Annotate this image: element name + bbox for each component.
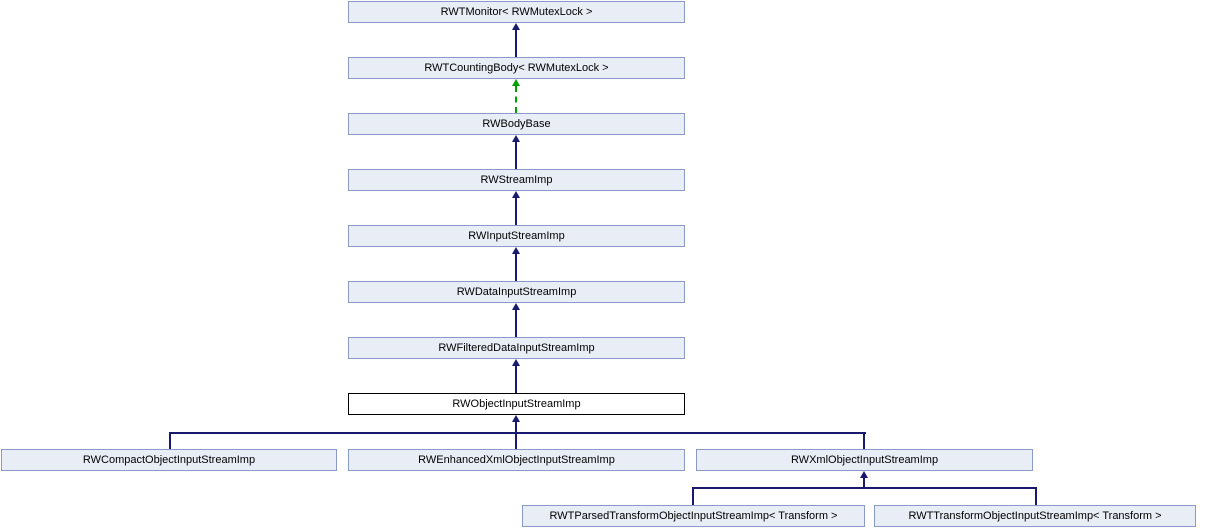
template-arrowhead-icon bbox=[512, 79, 520, 86]
class-node-rwtparsedtransformobjectinputstreamimp[interactable]: RWTParsedTransformObjectInputStreamImp< … bbox=[522, 505, 865, 527]
inheritance-edge-stub bbox=[169, 432, 171, 449]
class-node-rwenhancedxmlobjectinputstreamimp[interactable]: RWEnhancedXmlObjectInputStreamImp bbox=[348, 449, 685, 471]
inheritance-edge-bus bbox=[169, 432, 866, 434]
inheritance-arrowhead-icon bbox=[512, 303, 520, 310]
class-node-rwcompactobjectinputstreamimp[interactable]: RWCompactObjectInputStreamImp bbox=[1, 449, 337, 471]
template-edge-line bbox=[515, 86, 517, 113]
inheritance-edge-line bbox=[515, 29, 517, 57]
inheritance-edge-stub bbox=[692, 487, 694, 505]
inheritance-edge-line bbox=[515, 253, 517, 281]
class-node-rwttransformobjectinputstreamimp[interactable]: RWTTransformObjectInputStreamImp< Transf… bbox=[874, 505, 1196, 527]
class-node-rwbodybase[interactable]: RWBodyBase bbox=[348, 113, 685, 135]
inheritance-arrowhead-icon bbox=[860, 471, 868, 478]
inheritance-edge-line bbox=[515, 421, 517, 449]
inheritance-edge-line bbox=[515, 365, 517, 393]
inheritance-arrowhead-icon bbox=[512, 191, 520, 198]
class-node-rwtmonitor[interactable]: RWTMonitor< RWMutexLock > bbox=[348, 1, 685, 23]
inheritance-arrowhead-icon bbox=[512, 247, 520, 254]
inheritance-arrowhead-icon bbox=[512, 23, 520, 30]
inheritance-edge-line bbox=[515, 309, 517, 337]
inheritance-arrowhead-icon bbox=[512, 415, 520, 422]
inheritance-edge-line bbox=[515, 141, 517, 169]
inheritance-edge-stub bbox=[863, 432, 865, 449]
inheritance-arrowhead-icon bbox=[512, 135, 520, 142]
class-node-rwobjectinputstreamimp-current: RWObjectInputStreamImp bbox=[348, 393, 685, 415]
class-node-rwstreamimp[interactable]: RWStreamImp bbox=[348, 169, 685, 191]
inheritance-arrowhead-icon bbox=[512, 359, 520, 366]
class-node-rwxmlobjectinputstreamimp[interactable]: RWXmlObjectInputStreamImp bbox=[696, 449, 1033, 471]
inheritance-edge-line bbox=[863, 477, 865, 489]
class-node-rwfiltereddatainputstreamimp[interactable]: RWFilteredDataInputStreamImp bbox=[348, 337, 685, 359]
inheritance-edge-line bbox=[515, 197, 517, 225]
class-node-rwtcountingbody[interactable]: RWTCountingBody< RWMutexLock > bbox=[348, 57, 685, 79]
inheritance-edge-bus bbox=[692, 487, 1037, 489]
class-node-rwdatainputstreamimp[interactable]: RWDataInputStreamImp bbox=[348, 281, 685, 303]
class-node-rwinputstreamimp[interactable]: RWInputStreamImp bbox=[348, 225, 685, 247]
inheritance-edge-stub bbox=[1035, 487, 1037, 505]
